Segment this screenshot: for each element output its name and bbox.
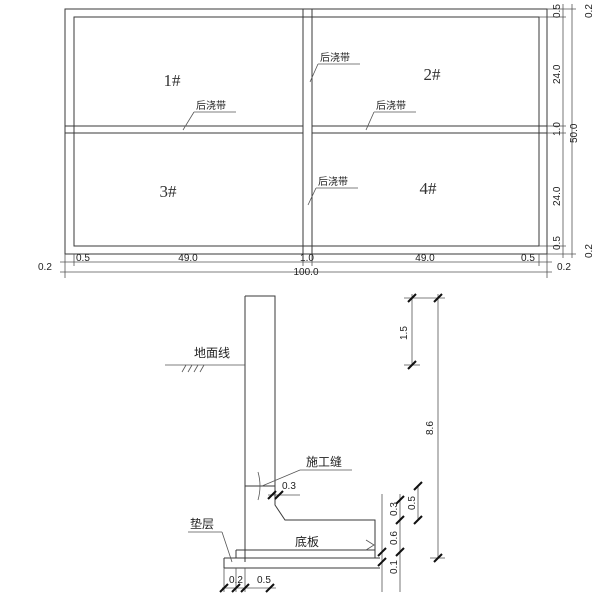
dim-height-a: 0.1 <box>389 560 400 574</box>
section-bottom-dimensions: 0.2 0.5 <box>219 568 276 593</box>
dim-outer-left: 0.2 <box>38 262 52 273</box>
dim-height-top: 1.5 <box>399 326 410 340</box>
zone-label-3: 3# <box>160 182 178 201</box>
bedding-leader <box>188 531 233 563</box>
dim-total-length: 100.0 <box>293 267 318 278</box>
bedding-label: 垫层 <box>190 516 214 531</box>
dim-left-edge: 0.5 <box>76 253 90 264</box>
dim-total-width: 50.0 <box>569 123 580 143</box>
zone-label-2: 2# <box>424 65 442 84</box>
strip-leader-left: 后浇带 <box>182 99 236 131</box>
strip-leader-top: 后浇带 <box>309 51 360 83</box>
dim-bottom-edge: 0.5 <box>552 236 563 250</box>
dim-bay-right: 49.0 <box>415 253 435 264</box>
dim-top-edge: 0.5 <box>552 4 563 18</box>
dim-height-total: 8.6 <box>425 421 436 435</box>
section-view: 地面线 施工缝 0.3 垫层 底板 <box>165 293 445 593</box>
dim-outer-top: 0.2 <box>584 4 595 18</box>
strip-leader-right: 后浇带 <box>365 99 416 131</box>
dim-bay-top: 24.0 <box>552 64 563 84</box>
dim-bay-bottom: 24.0 <box>552 186 563 206</box>
dim-height-c: 0.3 <box>389 502 400 516</box>
ground-line <box>165 364 245 373</box>
zone-label-1: 1# <box>164 71 182 90</box>
plan-outer-border <box>64 8 548 255</box>
slab-break-mark <box>365 539 375 551</box>
plan-right-dimensions: 0.5 24.0 1.0 24.0 0.5 50.0 0.2 0.2 <box>539 4 595 258</box>
plan-view: 1# 2# 3# 4# 后浇带 后浇带 后浇带 后浇带 <box>38 4 595 278</box>
svg-text:后浇带: 后浇带 <box>196 99 226 112</box>
dim-height-b: 0.6 <box>389 531 400 545</box>
zone-label-4: 4# <box>420 179 438 198</box>
construction-joint-mark <box>257 471 261 501</box>
svg-text:后浇带: 后浇带 <box>376 99 406 112</box>
ground-line-label: 地面线 <box>194 346 230 360</box>
dim-outer-bottom: 0.2 <box>584 244 595 258</box>
dim-horizontal-strip: 1.0 <box>552 122 563 136</box>
dim-outer-right: 0.2 <box>557 262 571 273</box>
dim-strip: 1.0 <box>300 253 314 264</box>
strip-leader-bottom: 后浇带 <box>307 175 358 206</box>
svg-text:后浇带: 后浇带 <box>318 175 348 188</box>
wall-outline-right <box>245 295 376 558</box>
dim-bay-left: 49.0 <box>178 253 198 264</box>
plan-bottom-dimensions: 0.2 0.5 49.0 1.0 49.0 0.5 0.2 100.0 <box>38 253 571 278</box>
dim-height-d: 0.5 <box>407 496 418 510</box>
svg-text:后浇带: 后浇带 <box>320 51 350 64</box>
dim-slab-step: 0.5 <box>257 575 271 586</box>
construction-joint-leader <box>261 469 352 487</box>
dim-bedding-step: 0.2 <box>229 575 243 586</box>
base-slab-label: 底板 <box>295 534 319 549</box>
construction-joint-label: 施工缝 <box>306 454 342 469</box>
plan-inner-border <box>73 16 540 247</box>
dim-right-edge: 0.5 <box>521 253 535 264</box>
section-height-dimensions: 1.5 8.6 0.1 0.6 0.3 0.5 <box>377 293 445 592</box>
joint-dimension: 0.3 <box>267 481 300 500</box>
svg-text:0.3: 0.3 <box>282 481 296 492</box>
